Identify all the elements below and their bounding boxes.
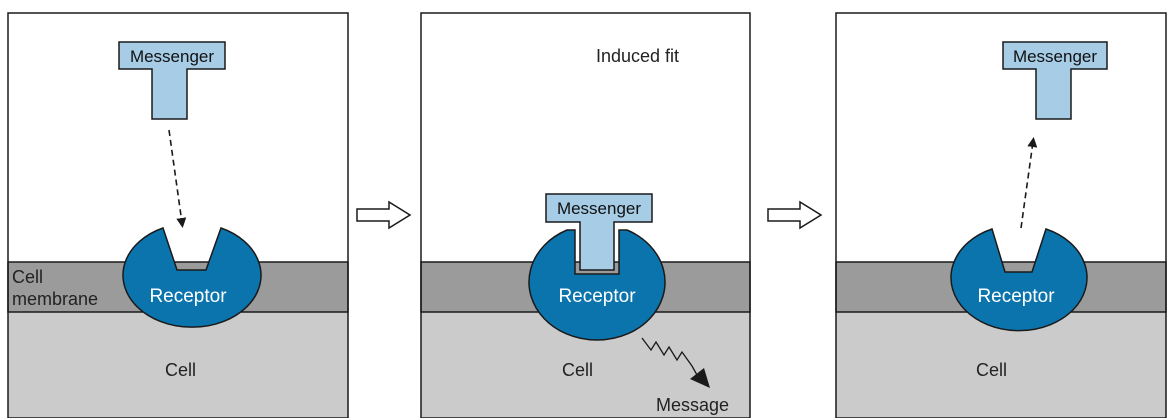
panel-3-cell: [836, 312, 1166, 418]
panel-3-frame: [835, 12, 1167, 418]
panel-1-cell: [8, 312, 348, 418]
panel-2-message-label: Message: [656, 395, 729, 415]
panel-1: Receptor Cell membrane Cell Messenger: [7, 12, 349, 418]
hollow-right-arrow-icon: [767, 200, 823, 230]
panel-3-receptor: [950, 228, 1088, 332]
panel-2: Receptor Messenger Induced fit Cell Mess…: [420, 12, 751, 418]
panel-1-frame: [7, 12, 349, 418]
panel-1-messenger: [118, 41, 226, 120]
wavy-arrow-icon: [641, 337, 698, 376]
panel-1-receptor: [122, 227, 262, 328]
dashed-arrow-up-icon: [1020, 137, 1038, 229]
panel-2-caption: Induced fit: [596, 46, 679, 66]
panel-1-cell-label: Cell: [165, 360, 196, 380]
panel-3-receptor-label: Receptor: [977, 286, 1055, 307]
panel-3-messenger: [1002, 41, 1108, 120]
panel-3-cell-label: Cell: [976, 360, 1007, 380]
panel-2-receptor: [528, 229, 666, 341]
hollow-right-arrow-icon: [356, 200, 412, 230]
panel-1-receptor-label: Receptor: [149, 286, 227, 307]
panel-2-receptor-label: Receptor: [558, 286, 636, 307]
wavy-arrow-head: [690, 368, 710, 388]
panel-2-messenger-label: Messenger: [557, 199, 641, 218]
panel-3-messenger-label: Messenger: [1013, 47, 1097, 66]
panel-2-frame: [420, 12, 751, 418]
dashed-arrow-down-icon: [168, 129, 187, 228]
panel-3: Receptor Cell Messenger: [835, 12, 1167, 418]
panel-1-membrane-label-line2: membrane: [12, 289, 98, 309]
panel-1-messenger-label: Messenger: [130, 47, 214, 66]
panel-2-messenger: [545, 193, 653, 271]
panel-2-cell-label: Cell: [562, 360, 593, 380]
panel-1-membrane-label-line1: Cell: [12, 267, 43, 287]
